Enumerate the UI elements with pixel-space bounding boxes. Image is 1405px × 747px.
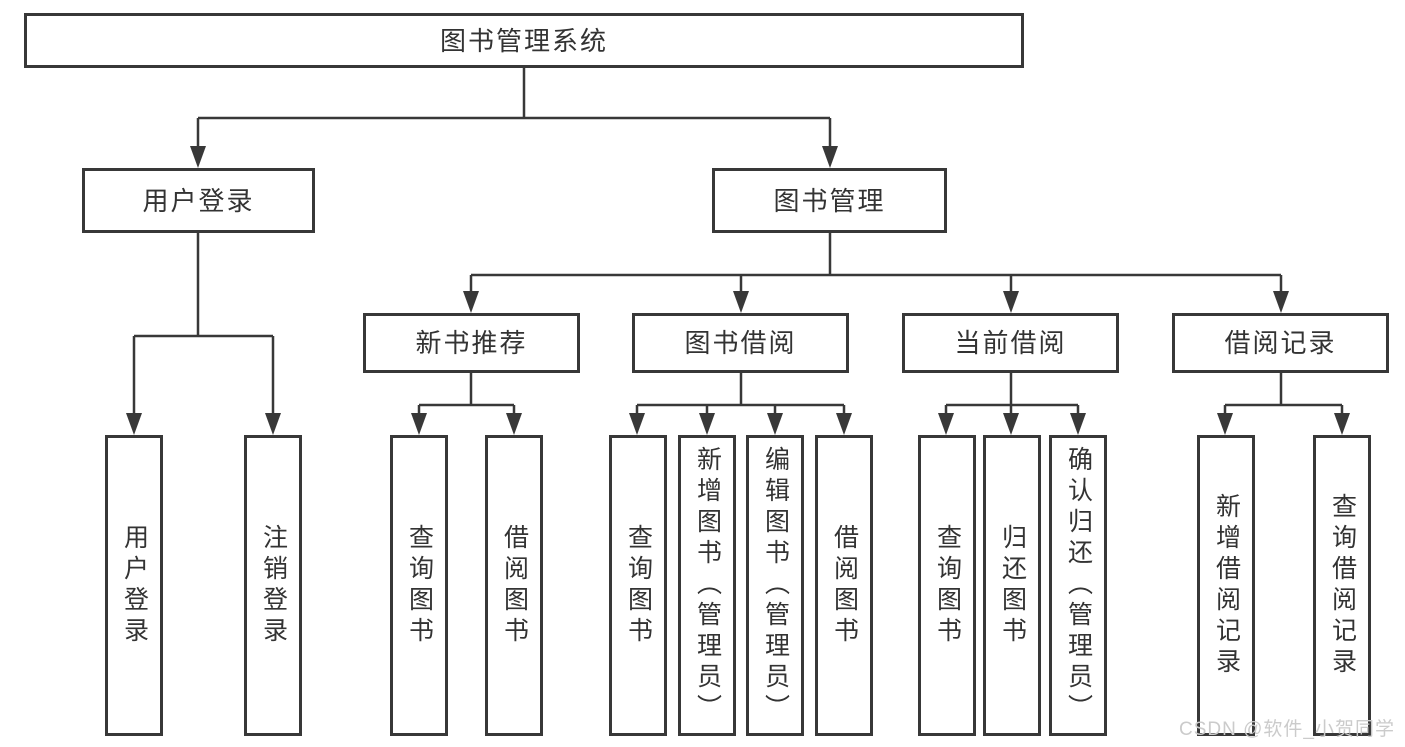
leaf-newbooks-query-books: 查询图书: [390, 435, 448, 736]
leaf-current-confirm-return-admin: 确认归还（管理员）: [1049, 435, 1107, 736]
node-book-mgmt-label: 图书管理: [773, 185, 886, 216]
node-new-books: 新书推荐: [363, 313, 580, 373]
leaf-records-add-record: 新增借阅记录: [1197, 435, 1255, 736]
node-borrow-records-label: 借阅记录: [1224, 328, 1337, 358]
leaf-borrow-borrow-books: 借阅图书: [815, 435, 873, 736]
node-borrow-records: 借阅记录: [1172, 313, 1389, 373]
node-book-mgmt: 图书管理: [712, 168, 947, 233]
node-book-borrow: 图书借阅: [632, 313, 849, 373]
node-root-label: 图书管理系统: [439, 25, 608, 56]
leaf-current-return-books: 归还图书: [983, 435, 1041, 736]
leaf-borrow-query-books: 查询图书: [609, 435, 667, 736]
node-book-borrow-label: 图书借阅: [684, 328, 797, 358]
node-current-borrow: 当前借阅: [902, 313, 1119, 373]
leaf-logout: 注销登录: [244, 435, 302, 736]
node-new-books-label: 新书推荐: [415, 328, 528, 358]
leaf-user-login: 用户登录: [105, 435, 163, 736]
node-user-login: 用户登录: [82, 168, 315, 233]
leaf-records-query-record: 查询借阅记录: [1313, 435, 1371, 736]
arrowheads: [126, 146, 1350, 435]
csdn-watermark: CSDN @软件_小贺同学: [1179, 719, 1395, 740]
leaf-borrow-add-books-admin: 新增图书（管理员）: [678, 435, 736, 736]
node-current-borrow-label: 当前借阅: [954, 328, 1067, 358]
leaf-current-query-books: 查询图书: [918, 435, 976, 736]
leaf-newbooks-borrow-books: 借阅图书: [485, 435, 543, 736]
leaf-borrow-edit-books-admin: 编辑图书（管理员）: [746, 435, 804, 736]
node-root: 图书管理系统: [24, 13, 1024, 68]
node-user-login-label: 用户登录: [142, 185, 255, 216]
